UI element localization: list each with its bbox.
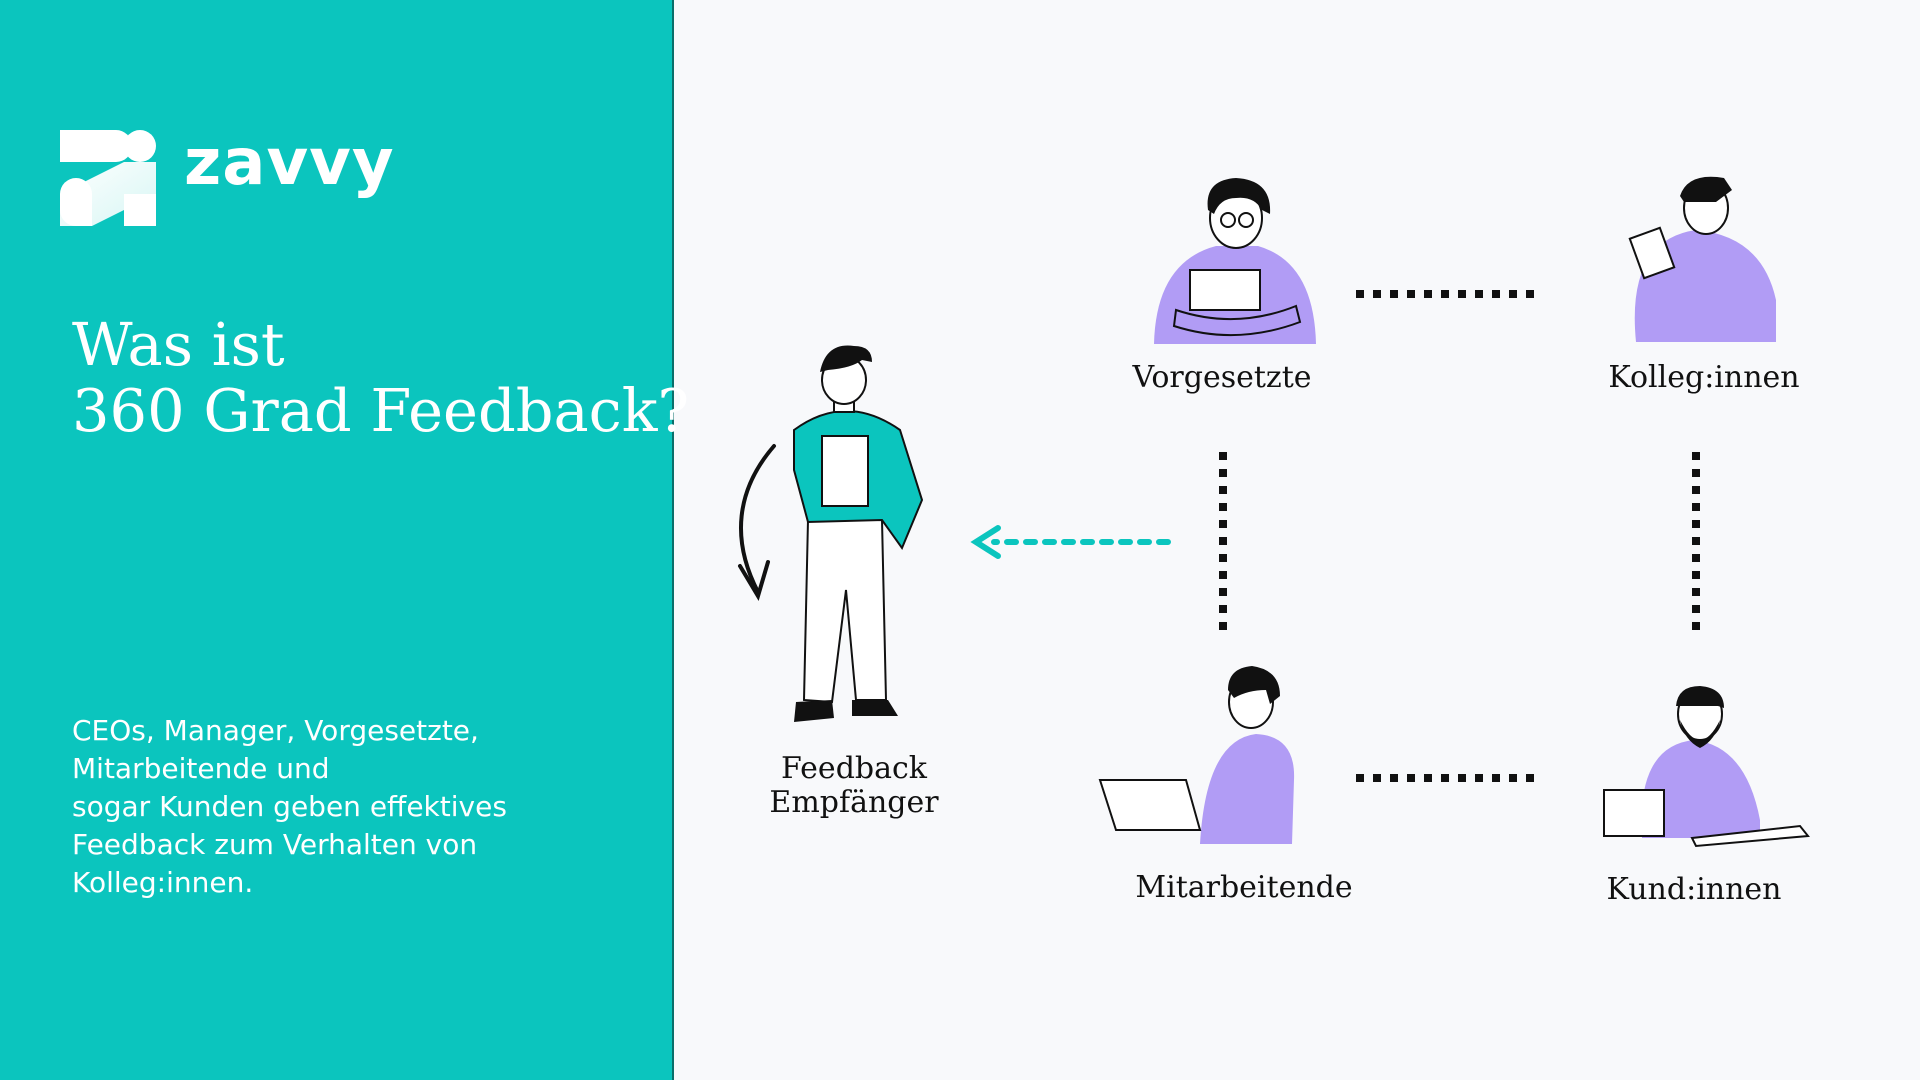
feedback-arrow	[970, 525, 1171, 559]
curved-arrow-icon	[738, 444, 776, 601]
left-panel: zavvy Was ist 360 Grad Feedback? CEOs, M…	[0, 0, 689, 1080]
description-line: sogar Kunden geben effektives	[72, 790, 507, 823]
receiver-label-line-1: Feedback	[781, 751, 927, 786]
colleague-figure	[1628, 176, 1776, 342]
diagram-canvas	[738, 176, 1810, 848]
colleagues-label: Kolleg:innen	[1608, 360, 1800, 395]
receiver-figure	[793, 345, 924, 722]
receiver-label: Feedback Empfänger	[769, 752, 938, 820]
supervisor-figure	[1154, 178, 1316, 344]
employees-label: Mitarbeitende	[1135, 870, 1353, 905]
description-line: Feedback zum Verhalten von	[72, 828, 478, 861]
feedback-diagram: Feedback Empfänger Vorgesetzte Kolleg:in…	[676, 0, 1920, 1080]
receiver-label-line-2: Empfänger	[769, 785, 939, 820]
title-line-2: 360 Grad Feedback?	[72, 376, 690, 445]
description-line: CEOs, Manager, Vorgesetzte,	[72, 714, 479, 747]
description-line: Kolleg:innen.	[72, 866, 254, 899]
description: CEOs, Manager, Vorgesetzte, Mitarbeitend…	[72, 712, 592, 902]
customer-figure	[1603, 686, 1810, 848]
supervisors-label: Vorgesetzte	[1132, 360, 1312, 395]
zavvy-logo-icon	[60, 130, 156, 226]
customers-label: Kund:innen	[1606, 872, 1782, 907]
employee-figure	[1098, 666, 1295, 844]
description-line: Mitarbeitende und	[72, 752, 330, 785]
brand-name: zavvy	[184, 126, 395, 200]
title-line-1: Was ist	[72, 310, 285, 379]
page-title: Was ist 360 Grad Feedback?	[72, 312, 689, 444]
